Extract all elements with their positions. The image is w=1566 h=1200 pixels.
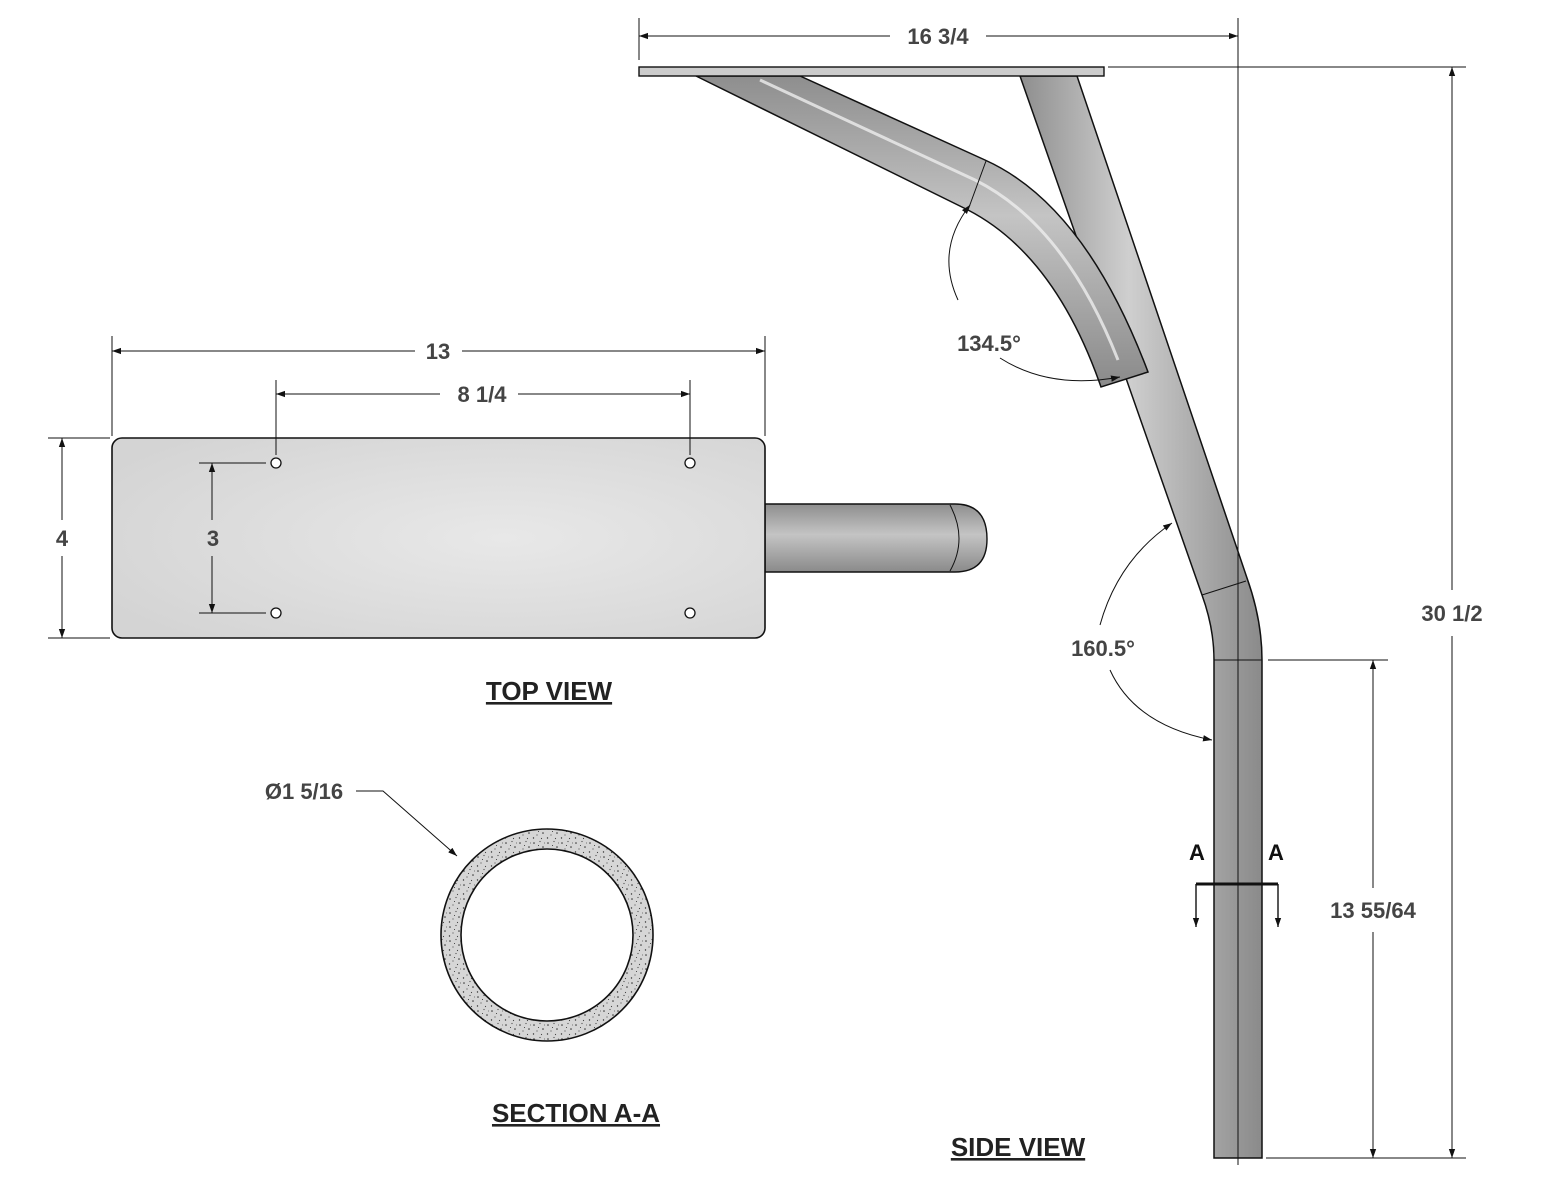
top-view-tube-end-edge	[949, 504, 960, 572]
mounting-hole	[684, 607, 696, 619]
dim-width: 4	[56, 526, 69, 551]
dim-hole-spacing-y: 3	[207, 526, 219, 551]
angle-arc-lower	[1099, 522, 1173, 626]
section-a-a: Ø1 5/16 SECTION A-A	[265, 779, 660, 1128]
brace-highlight	[759, 78, 1120, 361]
side-view-plate	[638, 66, 1105, 77]
dim-overall-length: 13	[426, 339, 450, 364]
side-view-brace-tube	[695, 75, 1149, 388]
section-bore	[460, 848, 634, 1022]
angle-upper: 134.5°	[957, 331, 1021, 356]
dim-overall-height: 30 1/2	[1421, 601, 1482, 626]
dim-lower-length: 13 55/64	[1330, 898, 1416, 923]
mounting-hole	[270, 607, 282, 619]
section-marker-left: A	[1189, 840, 1205, 865]
side-view: 16 3/4 30 1/2 13 55/64 134.5° 160.5° A A…	[638, 18, 1483, 1165]
dim-section-diameter: Ø1 5/16	[265, 779, 343, 804]
top-view-tube-stub	[764, 503, 988, 573]
dim-overall-width: 16 3/4	[907, 24, 969, 49]
brace-bend-seam	[967, 160, 987, 211]
side-view-title: SIDE VIEW	[951, 1132, 1086, 1162]
main-bend-seam-upper	[1201, 580, 1247, 596]
top-view-plate	[111, 437, 766, 639]
section-title: SECTION A-A	[492, 1098, 660, 1128]
section-marker-right: A	[1268, 840, 1284, 865]
angle-arc-upper	[948, 204, 971, 301]
mounting-hole	[270, 457, 282, 469]
angle-lower: 160.5°	[1071, 636, 1135, 661]
mounting-hole	[684, 457, 696, 469]
dim-hole-spacing-x: 8 1/4	[458, 382, 508, 407]
diameter-leader	[356, 790, 458, 857]
top-view-title: TOP VIEW	[486, 676, 613, 706]
top-view: 13 8 1/4 4 3 TOP VIEW	[48, 336, 988, 706]
